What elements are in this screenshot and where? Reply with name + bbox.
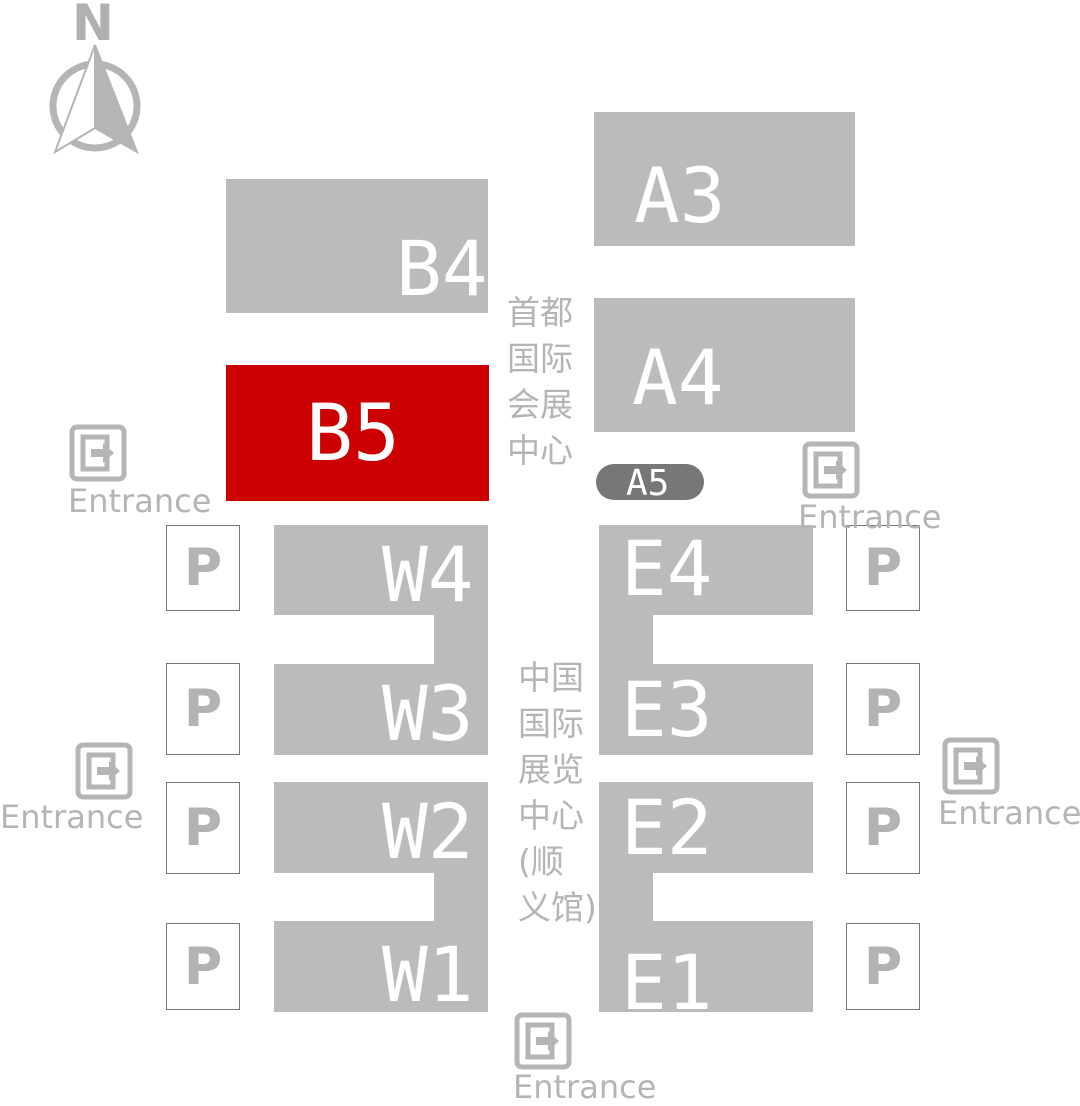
parking-icon: P: [183, 798, 223, 858]
entrance-label-east-upper: Entrance: [798, 498, 942, 536]
hall-a4[interactable]: A4: [594, 298, 855, 432]
compass: N: [40, 0, 150, 160]
connector-w2-w1: [434, 871, 488, 923]
hall-w3-label: W3: [382, 669, 474, 758]
venue-ciec-name: 首都 国际 会展 中心: [507, 293, 573, 470]
parking-w1[interactable]: P: [166, 923, 240, 1010]
exit-door-icon[interactable]: [942, 737, 1000, 795]
parking-icon: P: [863, 538, 903, 598]
parking-icon: P: [183, 538, 223, 598]
exit-door-icon[interactable]: [75, 742, 133, 800]
parking-icon: P: [183, 936, 223, 997]
hall-e2[interactable]: E2: [599, 782, 813, 873]
parking-icon: P: [183, 679, 223, 739]
entrance-label-west-upper: Entrance: [68, 482, 212, 520]
exit-door-icon[interactable]: [802, 441, 860, 499]
parking-e1[interactable]: P: [846, 923, 920, 1010]
parking-icon: P: [863, 679, 903, 739]
hall-w1-label: W1: [382, 930, 474, 1019]
hall-a3-label: A3: [634, 151, 726, 240]
parking-w2[interactable]: P: [166, 782, 240, 874]
hall-b5-label: B5: [306, 389, 400, 479]
hall-b4-label: B4: [396, 224, 488, 313]
parking-e4[interactable]: P: [846, 525, 920, 611]
hall-w2-label: W2: [382, 787, 474, 876]
hall-a5-label: A5: [626, 463, 670, 504]
hall-w1[interactable]: W1: [274, 921, 488, 1019]
parking-w3[interactable]: P: [166, 663, 240, 755]
connector-e4-e3: [599, 613, 653, 665]
compass-icon: [49, 44, 141, 155]
hall-w3[interactable]: W3: [274, 664, 488, 755]
exit-door-icon[interactable]: [69, 424, 127, 482]
hall-a3[interactable]: A3: [594, 112, 855, 246]
hall-a4-label: A4: [632, 333, 724, 422]
hall-e1[interactable]: E1: [599, 921, 813, 1021]
parking-e3[interactable]: P: [846, 663, 920, 755]
exit-door-icon[interactable]: [514, 1012, 572, 1070]
hall-a5[interactable]: A5: [596, 463, 704, 504]
venue-sniec-name: 中国 国际 展览 中心 (顺 义馆): [518, 658, 597, 927]
hall-w2[interactable]: W2: [274, 782, 488, 873]
hall-b4[interactable]: B4: [226, 179, 488, 313]
hall-w4-label: W4: [382, 530, 474, 619]
parking-icon: P: [863, 936, 903, 997]
compass-north-label: N: [72, 0, 114, 52]
parking-icon: P: [863, 798, 903, 858]
entrance-label-east-lower: Entrance: [938, 794, 1080, 832]
hall-b5-highlighted[interactable]: B5: [226, 365, 489, 501]
connector-w4-w3: [434, 613, 488, 665]
hall-e4-label: E4: [621, 524, 713, 613]
hall-e3[interactable]: E3: [599, 664, 813, 755]
hall-e1-label: E1: [621, 938, 713, 1027]
connector-e2-e1: [599, 871, 653, 923]
hall-w4[interactable]: W4: [274, 525, 488, 615]
parking-w4[interactable]: P: [166, 525, 240, 611]
parking-e2[interactable]: P: [846, 782, 920, 874]
hall-e3-label: E3: [621, 665, 713, 754]
entrance-label-west-lower: Entrance: [0, 798, 144, 836]
hall-e2-label: E2: [621, 783, 713, 872]
entrance-label-south: Entrance: [513, 1068, 657, 1106]
hall-e4[interactable]: E4: [599, 525, 813, 615]
